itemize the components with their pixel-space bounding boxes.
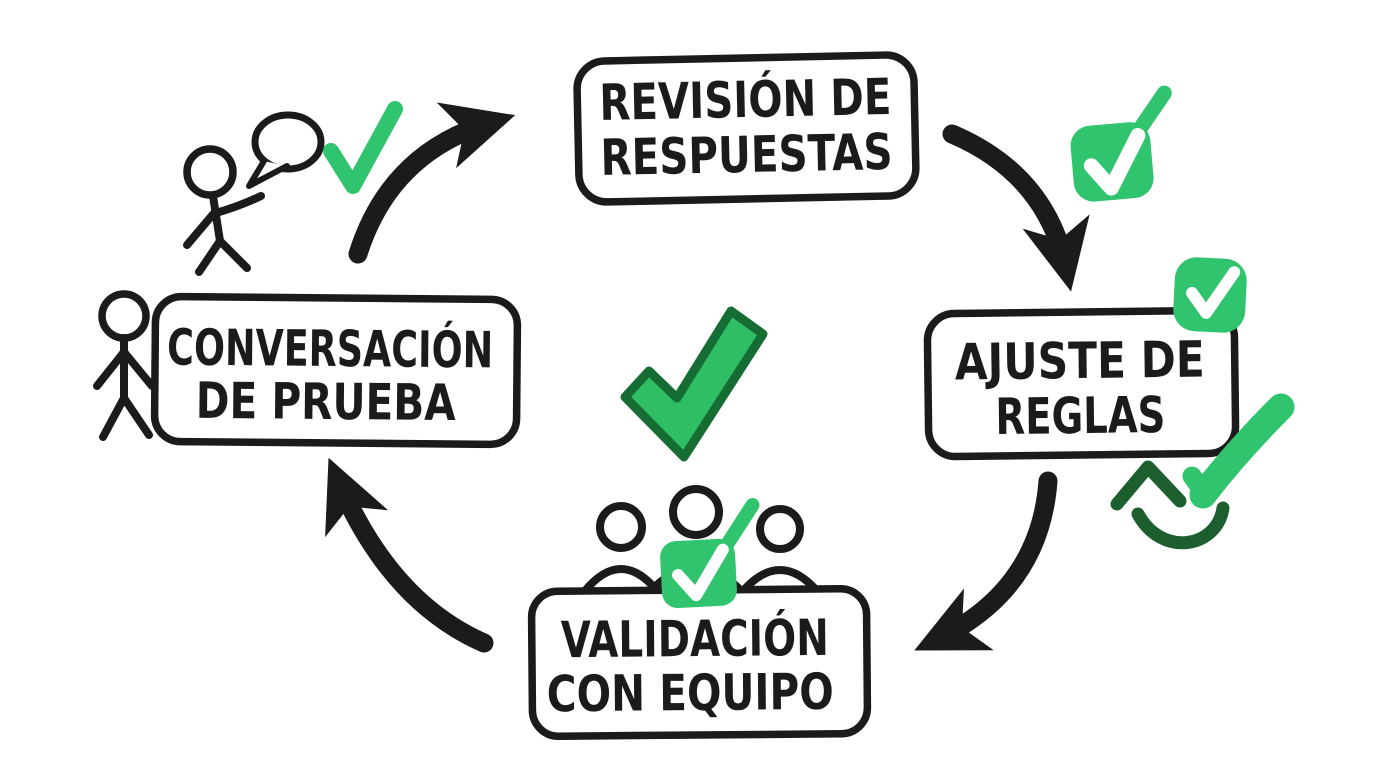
node-label-line2: DE PRUEBA	[195, 372, 456, 432]
team-icon	[580, 485, 822, 598]
arrow-revision-to-ajuste	[942, 124, 1090, 292]
node-label-line1: VALIDACIÓN	[561, 608, 830, 669]
node-validacion-con-equipo: VALIDACIÓN CON EQUIPO	[527, 585, 872, 740]
node-box	[150, 292, 522, 449]
green-check-icon	[323, 101, 403, 194]
stick-figure-icon	[93, 290, 156, 441]
speech-bubble-icon	[246, 111, 325, 189]
curved-return-arrow-icon	[1110, 460, 1230, 550]
node-ajuste-de-reglas: AJUSTE DE REGLAS	[923, 306, 1240, 461]
arrow-validacion-to-conversacion	[325, 457, 494, 653]
brush-check-icon	[1182, 393, 1295, 509]
node-conversacion-de-prueba: CONVERSACIÓN DE PRUEBA	[150, 292, 522, 449]
corner-check-badge-icon	[1173, 257, 1247, 333]
arrow-ajuste-to-validacion	[914, 471, 1058, 651]
node-revision-de-respuestas: REVISIÓN DE RESPUESTAS	[573, 51, 920, 206]
person-icon	[738, 505, 822, 596]
node-box	[573, 51, 920, 206]
node-box	[923, 306, 1240, 461]
check-badge-icon	[660, 498, 760, 609]
node-label-line1: REVISIÓN DE	[599, 67, 892, 132]
node-label-line1: CONVERSACIÓN	[167, 318, 494, 380]
node-label-line2: RESPUESTAS	[600, 123, 893, 187]
node-label-line1: AJUSTE DE	[954, 331, 1205, 392]
big-check-icon	[620, 306, 768, 462]
node-label-line2: CON EQUIPO	[547, 663, 834, 724]
person-icon	[580, 502, 662, 596]
arrow-conversacion-to-revision	[348, 102, 516, 264]
check-badge-icon	[1070, 85, 1172, 202]
stick-figure-talking-icon	[183, 145, 265, 276]
node-label-line2: REGLAS	[995, 386, 1166, 446]
